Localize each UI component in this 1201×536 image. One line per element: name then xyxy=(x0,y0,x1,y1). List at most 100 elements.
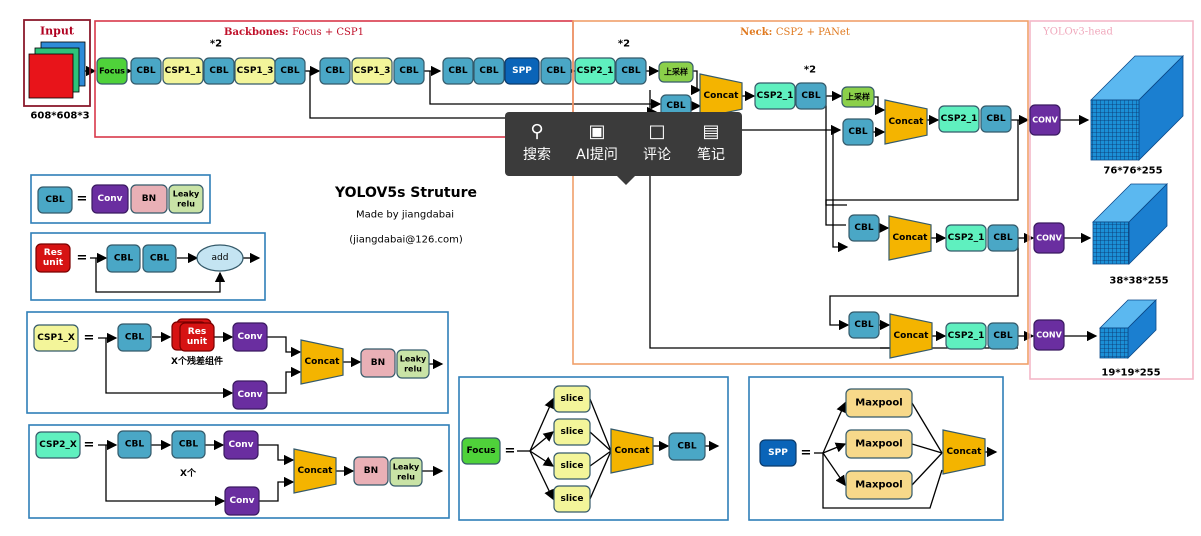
res-unit-block-label: unit xyxy=(43,258,64,268)
connector-line xyxy=(589,450,612,467)
cbl-block-label: CBL xyxy=(45,195,64,205)
output-cube-76-front xyxy=(1090,99,1140,161)
upsample-block xyxy=(841,86,875,108)
repeat-marker: *2 xyxy=(618,39,630,50)
conv-block xyxy=(91,184,129,214)
output-size-19: 19*19*255 xyxy=(1101,368,1160,379)
res-unit-block-label: Res xyxy=(188,327,206,337)
res-unit-block xyxy=(35,243,71,273)
bn-block xyxy=(353,456,389,486)
legend-cbl-frame xyxy=(30,174,211,224)
cbl-block-label: CBL xyxy=(848,127,867,137)
csp2-1-block xyxy=(938,105,980,133)
ai-ask-button[interactable]: ▣ AI提问 xyxy=(569,120,625,164)
notes-button[interactable]: ▤ 笔记 xyxy=(683,120,739,164)
x-count-caption: X个 xyxy=(180,467,197,479)
conv-block-label: Conv xyxy=(228,440,253,450)
cbl-block-label: CBL xyxy=(209,66,228,76)
equals-sign: = xyxy=(77,251,88,266)
notes-icon: ▤ xyxy=(702,121,720,142)
bn-block-label: BN xyxy=(364,466,378,476)
connector-line xyxy=(589,431,612,452)
upsample-block xyxy=(658,61,694,83)
legend-csp2-frame xyxy=(28,424,450,519)
concat-label: Concat xyxy=(615,446,651,456)
output-size-38: 38*38*255 xyxy=(1109,276,1168,287)
spp-block-label: SPP xyxy=(512,66,532,76)
connector-arrow xyxy=(822,401,847,454)
cbl-block xyxy=(117,430,152,459)
maxpool-block xyxy=(845,388,913,418)
notes-label: 笔记 xyxy=(697,147,725,163)
cbl-block-label: CBL xyxy=(448,66,467,76)
robot-icon: ▣ xyxy=(588,121,606,142)
res-unit-block-label: unit xyxy=(187,337,208,347)
csp2-1-block xyxy=(754,82,796,110)
neck-title: Neck: CSP2 + PANet xyxy=(740,27,850,38)
csp2-1-block-label: CSP2_1 xyxy=(941,114,978,124)
slice-block xyxy=(553,452,591,480)
concat-label: Concat xyxy=(305,357,341,367)
connector-line xyxy=(589,450,612,500)
cbl-block-label: CBL xyxy=(854,223,873,233)
conv-block-label: CONV xyxy=(1036,331,1062,340)
cbl-block-label: CBL xyxy=(150,254,169,264)
csp2-x-block-label: CSP2_X xyxy=(39,440,77,450)
cbl-block xyxy=(795,82,827,110)
cbl-block-label: CBL xyxy=(986,114,1005,124)
res-unit-block-label: Res xyxy=(44,248,62,258)
equals-sign: = xyxy=(84,331,95,346)
cbl-block xyxy=(987,322,1019,350)
comment-button[interactable]: □ 评论 xyxy=(629,120,685,164)
output-cube-19-front xyxy=(1099,327,1129,359)
concat-label: Concat xyxy=(889,117,925,127)
cbl-block xyxy=(615,57,647,85)
neck-frame xyxy=(572,20,1029,365)
leaky-relu-block-label: relu xyxy=(177,200,195,209)
csp1-x-block xyxy=(33,324,79,352)
connector-arrow xyxy=(529,431,555,452)
conv-block-label: Conv xyxy=(229,496,254,506)
connector-arrow xyxy=(832,130,849,253)
cbl-block-label: CBL xyxy=(993,233,1012,243)
concat-block xyxy=(884,99,928,145)
cbl-block xyxy=(848,214,880,242)
concat-block xyxy=(888,215,932,261)
cbl-block xyxy=(393,57,425,85)
cbl-block xyxy=(117,323,152,352)
diagram-email: (jiangdabai@126.com) xyxy=(349,235,463,246)
legend-csp1-frame xyxy=(26,311,449,414)
connector-arrow xyxy=(258,444,295,466)
search-button[interactable]: ⚲ 搜索 xyxy=(509,120,565,164)
repeat-marker: *2 xyxy=(210,39,222,50)
csp2-1-block-label: CSP2_1 xyxy=(948,233,985,243)
slice-block-label: slice xyxy=(561,427,584,437)
cbl-block-label: CBL xyxy=(546,66,565,76)
ai-ask-label: AI提问 xyxy=(576,147,618,163)
output-size-76: 76*76*255 xyxy=(1103,166,1162,177)
connector-arrow xyxy=(105,338,234,399)
slice-block-label: slice xyxy=(561,494,584,504)
conv-block xyxy=(232,322,268,352)
csp1-3-block-label: CSP1_3 xyxy=(237,66,274,76)
cbl-block-label: CBL xyxy=(993,331,1012,341)
input-title: Input xyxy=(40,25,75,38)
cbl-block-label: CBL xyxy=(801,91,820,101)
upsample-block-label: 上采样 xyxy=(846,92,870,102)
connector-arrow xyxy=(690,70,702,96)
input-channel-red xyxy=(28,53,74,99)
csp2-1-block-label: CSP2_1 xyxy=(948,331,985,341)
cbl-block xyxy=(171,430,206,459)
cbl-block xyxy=(980,105,1012,133)
cbl-block xyxy=(540,57,572,85)
cbl-block-label: CBL xyxy=(179,440,198,450)
cbl-block xyxy=(142,244,177,273)
comment-icon: □ xyxy=(648,121,666,142)
maxpool-block-label: Maxpool xyxy=(855,398,902,409)
focus-block-label: Focus xyxy=(466,446,495,456)
head-title: YOLOv3-head xyxy=(1042,27,1113,38)
leaky-relu-block xyxy=(389,457,423,487)
connector-line xyxy=(825,120,1019,226)
conv-block-label: Conv xyxy=(237,332,262,342)
csp2-1-block-label: CSP2_1 xyxy=(577,66,614,76)
